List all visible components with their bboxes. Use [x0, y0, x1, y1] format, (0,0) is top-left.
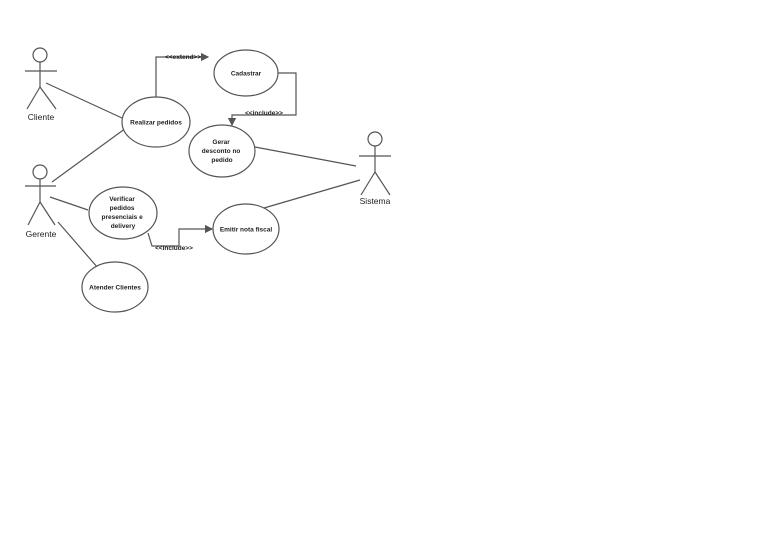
- use-case-realizar-pedidos: [121, 96, 191, 148]
- include-verificar-connector: [147, 224, 214, 247]
- use-case-atender-clientes: [81, 261, 149, 313]
- actor-sistema: Sistema: [359, 131, 391, 206]
- association-gerente-verificar: [49, 196, 89, 211]
- association-gerente-realizar: [51, 127, 127, 183]
- include-verificar-label: <<include>>: [155, 245, 193, 252]
- use-case-atender-clientes-label: Atender Clientes: [89, 285, 141, 292]
- extend-connector: [155, 52, 210, 98]
- use-case-cadastrar: [213, 49, 279, 97]
- actor-cliente-head-icon: [32, 47, 48, 63]
- association-sistema-gerar: [254, 146, 357, 167]
- use-case-realizar-pedidos-label: Realizar pedidos: [130, 120, 182, 127]
- use-case-gerar-desconto-label: Gerar desconto no pedido: [202, 139, 242, 164]
- association-sistema-emitir: [263, 179, 361, 209]
- actor-cliente: Cliente: [25, 47, 57, 122]
- association-cliente-realizar: [45, 82, 123, 119]
- actor-gerente-head-icon: [32, 164, 48, 180]
- use-case-emitir-nota: [212, 203, 280, 255]
- actor-gerente-label: Gerente: [26, 229, 57, 239]
- actor-gerente: Gerente: [25, 164, 57, 239]
- use-case-verificar-pedidos: [88, 186, 158, 240]
- actor-sistema-label: Sistema: [360, 196, 391, 206]
- use-case-verificar-pedidos-label: Verificar pedidos presenciais e delivery: [101, 196, 144, 230]
- include-cadastrar-label: <<include>>: [245, 110, 283, 117]
- use-case-gerar-desconto: [188, 124, 256, 178]
- actor-sistema-head-icon: [367, 131, 383, 147]
- actor-cliente-label: Cliente: [28, 112, 55, 122]
- extend-label: <<extend>>: [165, 54, 201, 61]
- use-case-emitir-nota-label: Emitir nota fiscal: [220, 227, 273, 234]
- include-cadastrar-connector: [227, 72, 297, 127]
- association-gerente-atender: [57, 221, 99, 269]
- use-case-cadastrar-label: Cadastrar: [231, 71, 262, 78]
